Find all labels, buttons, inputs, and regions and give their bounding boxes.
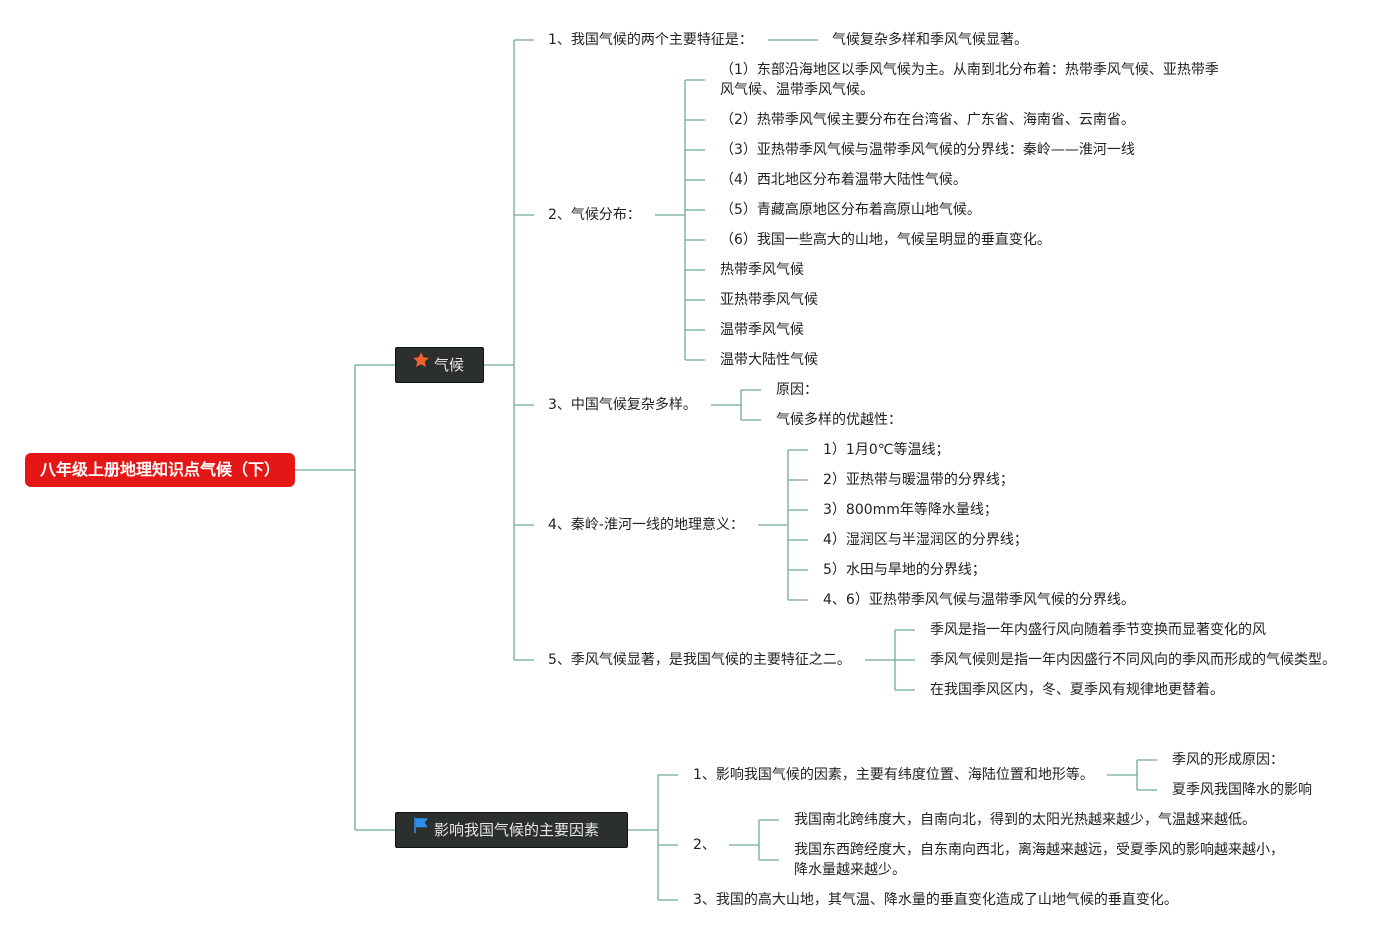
qinling-item[interactable]: 4）湿润区与半湿润区的分界线； (823, 532, 1028, 548)
topic-climate[interactable]: 气候 (395, 347, 484, 383)
distribution-item[interactable]: （6）我国一些高大的山地，气候呈明显的垂直变化。 (720, 232, 1051, 248)
root-topic[interactable]: 八年级上册地理知识点气候（下） (25, 453, 295, 487)
distribution-item[interactable]: （5）青藏高原地区分布着高原山地气候。 (720, 202, 981, 218)
distribution-item[interactable]: 温带大陆性气候 (720, 352, 818, 368)
distribution-item[interactable]: （2）热带季风气候主要分布在台湾省、广东省、海南省、云南省。 (720, 112, 1135, 128)
qinling-item[interactable]: 2）亚热带与暖温带的分界线； (823, 472, 1014, 488)
factors-item-1-child[interactable]: 季风的形成原因： (1172, 752, 1284, 768)
factors-item-1[interactable]: 1、影响我国气候的因素，主要有纬度位置、海陆位置和地形等。 (693, 767, 1094, 783)
monsoon-item[interactable]: 季风是指一年内盛行风向随着季节变换而显著变化的风 (930, 622, 1266, 638)
distribution-item[interactable]: 热带季风气候 (720, 262, 804, 278)
climate-features-answer[interactable]: 气候复杂多样和季风气候显著。 (832, 32, 1028, 48)
star-icon (412, 347, 430, 381)
qinling-item[interactable]: 1）1月0℃等温线； (823, 442, 950, 458)
distribution-item[interactable]: （3）亚热带季风气候与温带季风气候的分界线：秦岭——淮河一线 (720, 142, 1135, 158)
climate-features[interactable]: 1、我国气候的两个主要特征是： (548, 32, 753, 48)
climate-qinling[interactable]: 4、秦岭-淮河一线的地理意义： (548, 517, 744, 533)
factors-item-3[interactable]: 3、我国的高大山地，其气温、降水量的垂直变化造成了山地气候的垂直变化。 (693, 892, 1178, 908)
distribution-item[interactable]: （4）西北地区分布着温带大陆性气候。 (720, 172, 967, 188)
climate-monsoon[interactable]: 5、季风气候显著，是我国气候的主要特征之二。 (548, 652, 851, 668)
climate-distribution[interactable]: 2、气候分布： (548, 207, 641, 223)
topic-factors[interactable]: 影响我国气候的主要因素 (395, 812, 628, 848)
complexity-item[interactable]: 气候多样的优越性： (776, 412, 902, 428)
complexity-item[interactable]: 原因： (776, 382, 818, 398)
distribution-item[interactable]: （1）东部沿海地区以季风气候为主。从南到北分布着：热带季风气候、亚热带季风气候、… (720, 62, 1219, 98)
topic-factors-label: 影响我国气候的主要因素 (434, 821, 600, 839)
factors-item-1-child[interactable]: 夏季风我国降水的影响 (1172, 782, 1312, 798)
qinling-item[interactable]: 4、6）亚热带季风气候与温带季风气候的分界线。 (823, 592, 1135, 608)
qinling-item[interactable]: 3）800mm年等降水量线； (823, 502, 998, 518)
monsoon-item[interactable]: 在我国季风区内，冬、夏季风有规律地更替着。 (930, 682, 1224, 698)
distribution-item[interactable]: 温带季风气候 (720, 322, 804, 338)
factors-item-2-child[interactable]: 我国东西跨经度大，自东南向西北，离海越来越远，受夏季风的影响越来越小，降水量越来… (794, 842, 1284, 878)
flag-icon (412, 812, 430, 846)
distribution-item[interactable]: 亚热带季风气候 (720, 292, 818, 308)
monsoon-item[interactable]: 季风气候则是指一年内因盛行不同风向的季风而形成的气候类型。 (930, 652, 1336, 668)
topic-climate-label: 气候 (434, 356, 465, 374)
climate-complexity[interactable]: 3、中国气候复杂多样。 (548, 397, 697, 413)
factors-item-2-child[interactable]: 我国南北跨纬度大，自南向北，得到的太阳光热越来越少，气温越来越低。 (794, 812, 1256, 828)
qinling-item[interactable]: 5）水田与旱地的分界线； (823, 562, 986, 578)
factors-item-2[interactable]: 2、 (693, 837, 716, 853)
